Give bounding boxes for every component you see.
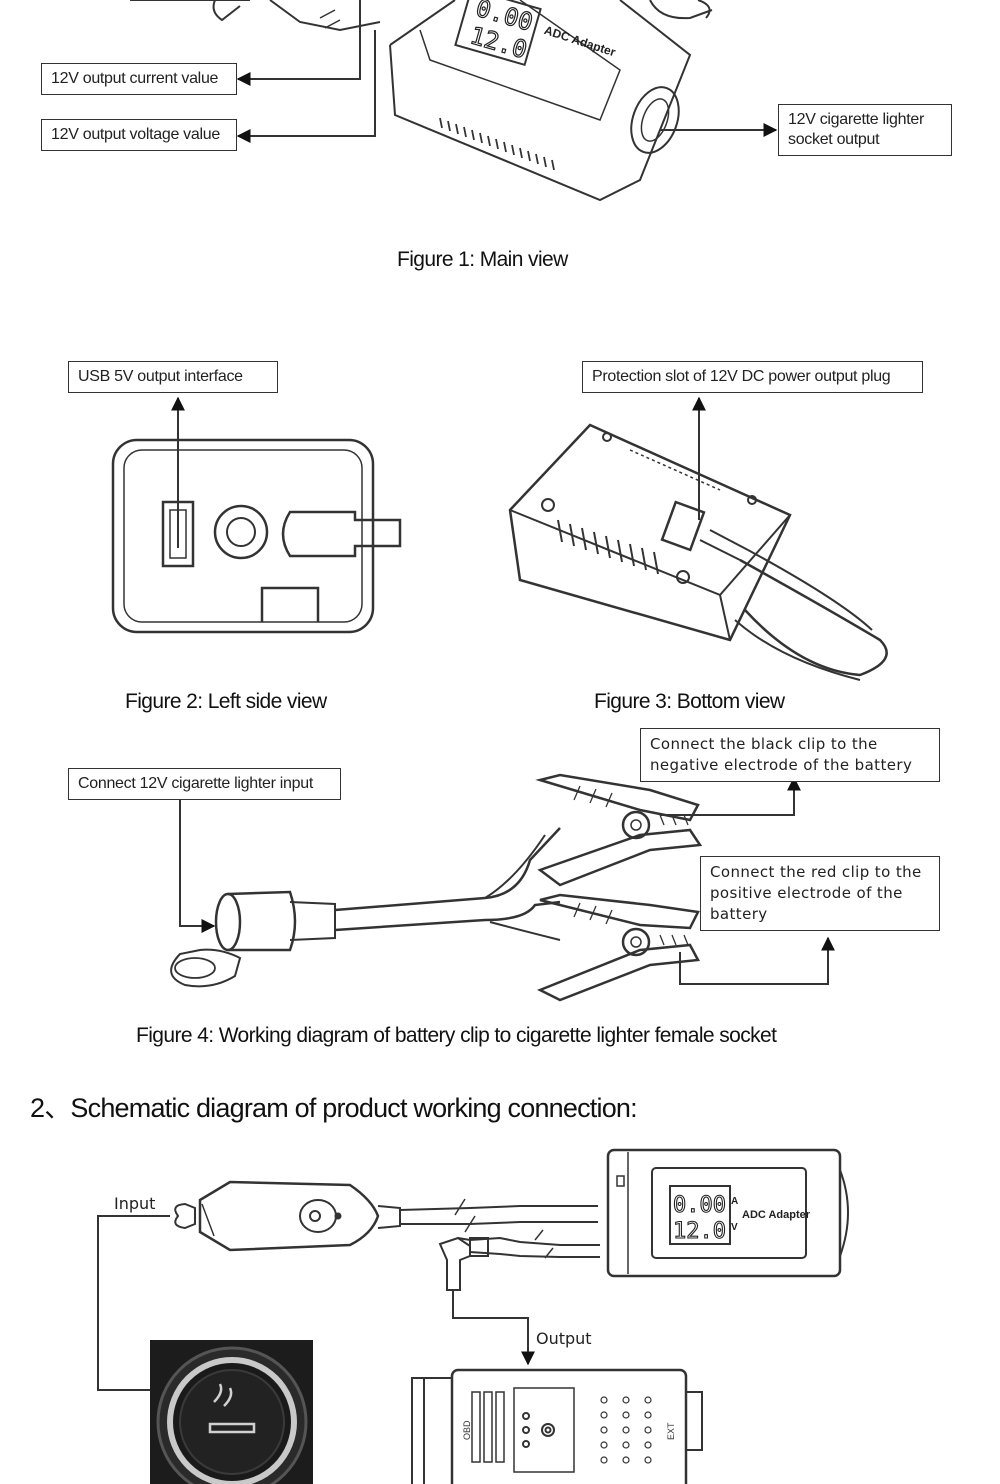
label-voltage-value: 12V output voltage value [41, 119, 237, 151]
output-label: Output [536, 1329, 592, 1348]
schematic-diagram: 0.00 12.0 A V ADC Adapter OBD [97, 1148, 849, 1484]
section-heading: 2、Schematic diagram of product working c… [30, 1093, 638, 1123]
socket-fig1 [630, 86, 680, 154]
figure-4-clip-diagram [170, 773, 835, 1002]
label-current-value: 12V output current value [41, 63, 237, 95]
label-protection-slot: Protection slot of 12V DC power output p… [582, 361, 923, 393]
figure-3-bottom-view [508, 396, 888, 681]
protection-slot [660, 500, 706, 552]
vent-slots-fig1 [439, 117, 555, 171]
obd-tag: OBD [462, 1420, 472, 1440]
lighter-plug [198, 1180, 380, 1252]
voltage-reading-schematic: 12.0 [673, 1219, 726, 1244]
plug-slot [281, 510, 402, 558]
label-socket-output: 12V cigarette lighter socket output [778, 104, 952, 156]
caption-figure-1: Figure 1: Main view [397, 248, 568, 271]
brand-text-schematic: ADC Adapter [742, 1209, 811, 1221]
vent-slots-fig3 [557, 519, 659, 575]
socket-cap [170, 948, 242, 988]
obd-device: OBD EXT [411, 1368, 703, 1484]
display-digits-fig1: 0.00 12.0 ADC Adapter [466, 0, 617, 65]
current-reading-schematic: 0.00 [673, 1193, 726, 1218]
caption-figure-3: Figure 3: Bottom view [594, 690, 785, 713]
dc-plug [438, 1236, 471, 1291]
label-red-clip: Connect the red clip to the positive ele… [700, 856, 940, 931]
black-clip [535, 773, 700, 822]
adc-adapter [606, 1148, 842, 1278]
label-lighter-input: Connect 12V cigarette lighter input [68, 768, 341, 800]
caption-figure-2: Figure 2: Left side view [125, 690, 327, 713]
caption-figure-4: Figure 4: Working diagram of battery cli… [136, 1024, 777, 1047]
dc-round-port [213, 504, 269, 560]
red-clip [539, 893, 700, 930]
input-label: Input [114, 1194, 156, 1213]
figure-2-left-side-view [111, 396, 402, 634]
current-unit: A [731, 1196, 738, 1207]
label-black-clip: Connect the black clip to the negative e… [640, 728, 940, 782]
ext-tag: EXT [666, 1422, 676, 1440]
voltage-unit: V [731, 1222, 738, 1233]
label-usb-output: USB 5V output interface [68, 361, 278, 393]
figure-1-main-view: 0.00 12.0 ADC Adapter [130, 0, 778, 202]
car-lighter-socket-photo [150, 1340, 313, 1484]
female-socket [214, 892, 242, 952]
brand-text-fig1: ADC Adapter [542, 23, 617, 59]
